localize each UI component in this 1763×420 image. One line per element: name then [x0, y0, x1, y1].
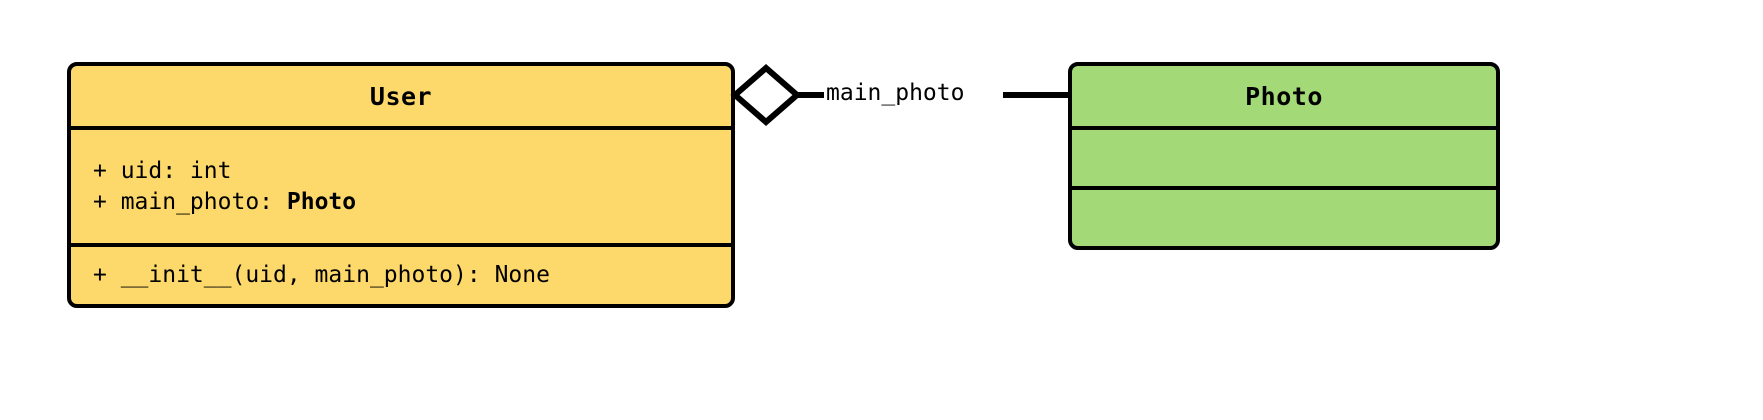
- uml-class-user[interactable]: User + uid: int + main_photo: Photo + __…: [67, 62, 735, 308]
- class-name-user: User: [369, 81, 433, 111]
- class-title-compartment-photo: Photo: [1072, 66, 1496, 126]
- attribute-row: + uid: int: [93, 157, 232, 184]
- class-name-photo: Photo: [1245, 81, 1323, 111]
- class-title-compartment-user: User: [71, 66, 731, 126]
- attribute-type-ref: Photo: [286, 188, 357, 215]
- class-attributes-compartment-photo: [1072, 126, 1496, 186]
- uml-class-photo[interactable]: Photo: [1068, 62, 1500, 250]
- class-methods-compartment-user: + __init__(uid, main_photo): None: [71, 242, 731, 304]
- aggregation-diamond-icon: [730, 64, 802, 126]
- attribute-row: + main_photo: Photo: [93, 187, 731, 218]
- attribute-label: + main_photo:: [93, 188, 287, 215]
- association-role-label: main_photo: [826, 80, 965, 106]
- class-methods-compartment-photo: [1072, 186, 1496, 246]
- method-row: + __init__(uid, main_photo): None: [93, 262, 550, 288]
- class-attributes-compartment-user: + uid: int + main_photo: Photo: [71, 126, 731, 242]
